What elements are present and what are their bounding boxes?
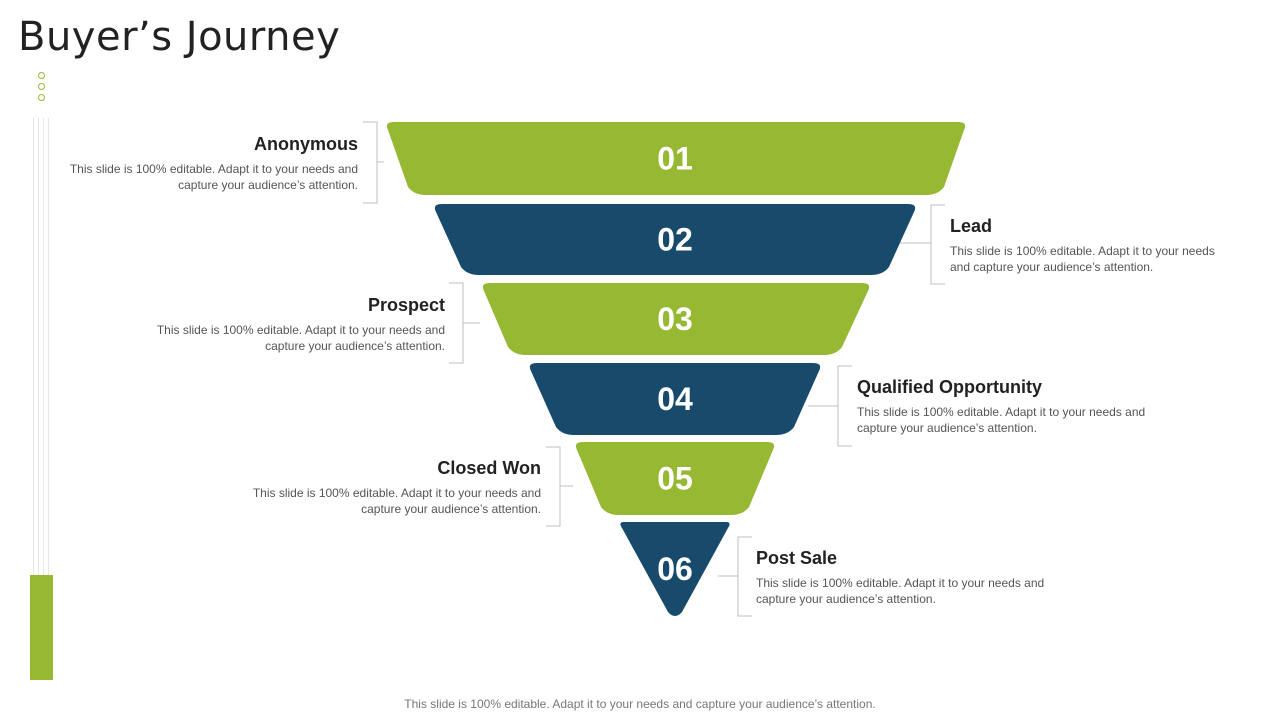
funnel-stage-03 xyxy=(482,283,870,355)
stage-description: This slide is 100% editable. Adapt it to… xyxy=(857,405,1146,435)
callout-bracket xyxy=(900,204,945,285)
stage-number: 06 xyxy=(657,551,693,587)
stage-description: This slide is 100% editable. Adapt it to… xyxy=(756,576,1045,606)
callout-bracket xyxy=(808,365,852,447)
decorative-line xyxy=(43,118,44,678)
callout-prospect: Prospect This slide is 100% editable. Ad… xyxy=(155,295,445,354)
callout-bracket xyxy=(449,282,480,364)
funnel-stage-06 xyxy=(620,522,730,616)
stage-number: 02 xyxy=(657,222,693,258)
funnel-stage-04 xyxy=(529,363,821,435)
callout-post-sale: Post Sale This slide is 100% editable. A… xyxy=(756,548,1046,607)
stage-title: Qualified Opportunity xyxy=(857,377,1042,397)
funnel-stages: 01 02 03 04 05 06 xyxy=(386,122,966,616)
stage-description: This slide is 100% editable. Adapt it to… xyxy=(950,244,1215,274)
stage-title: Prospect xyxy=(367,295,445,315)
footer-note: This slide is 100% editable. Adapt it to… xyxy=(404,697,876,711)
callout-bracket xyxy=(718,536,752,617)
callout-bracket xyxy=(546,446,573,527)
connector-lines xyxy=(363,121,945,617)
decorative-line xyxy=(48,118,49,678)
dot-icon xyxy=(38,83,45,90)
callout-bracket xyxy=(363,121,384,204)
decorative-line xyxy=(33,118,34,678)
accent-bar xyxy=(30,575,53,680)
callout-closed-won: Closed Won This slide is 100% editable. … xyxy=(251,458,541,517)
decorative-line xyxy=(38,118,39,678)
stage-title: Closed Won xyxy=(437,458,541,478)
stage-number: 04 xyxy=(657,381,693,417)
funnel-stage-02 xyxy=(434,204,916,275)
stage-number: 03 xyxy=(657,301,693,337)
dot-icon xyxy=(38,94,45,101)
stage-number: 05 xyxy=(657,461,693,497)
funnel-stage-05 xyxy=(575,442,775,515)
page-title: Buyer’s Journey xyxy=(18,14,341,60)
stage-description: This slide is 100% editable. Adapt it to… xyxy=(252,486,541,516)
callout-qualified-opportunity: Qualified Opportunity This slide is 100%… xyxy=(857,377,1147,436)
stage-number: 01 xyxy=(657,141,693,177)
dot-icon xyxy=(38,72,45,79)
stage-title: Lead xyxy=(950,216,993,236)
callout-anonymous: Anonymous This slide is 100% editable. A… xyxy=(68,134,358,193)
funnel-stage-01 xyxy=(386,122,966,195)
stage-title: Post Sale xyxy=(756,548,838,568)
stage-description: This slide is 100% editable. Adapt it to… xyxy=(156,323,445,353)
decorative-dots xyxy=(38,72,46,105)
callout-lead: Lead This slide is 100% editable. Adapt … xyxy=(950,216,1225,275)
stage-description: This slide is 100% editable. Adapt it to… xyxy=(69,162,358,192)
stage-title: Anonymous xyxy=(253,134,358,154)
